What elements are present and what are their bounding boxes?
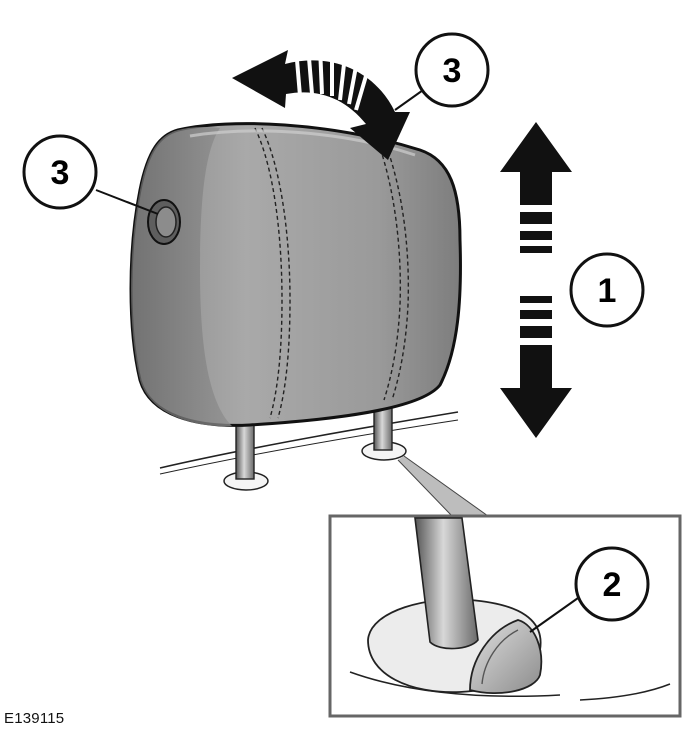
svg-text:1: 1 (598, 272, 617, 310)
tilt-arrow-icon (232, 45, 410, 160)
seat-back-outline (159, 411, 459, 475)
svg-text:3: 3 (51, 154, 70, 192)
svg-text:3: 3 (443, 52, 462, 90)
figure-reference-code: E139115 (4, 710, 65, 727)
release-button[interactable] (469, 619, 543, 695)
side-tilt-button[interactable] (147, 199, 181, 245)
callout-release-button: 2 (574, 546, 650, 622)
detail-zoom-wedge (397, 455, 489, 517)
callout-tilt-arrow: 3 (414, 32, 490, 108)
svg-text:2: 2 (603, 566, 622, 604)
headrest-cushion (129, 122, 462, 427)
callout-side-button: 3 (22, 134, 98, 210)
height-adjust-arrow-icon (500, 122, 572, 438)
callout-height-arrow: 1 (569, 252, 645, 328)
